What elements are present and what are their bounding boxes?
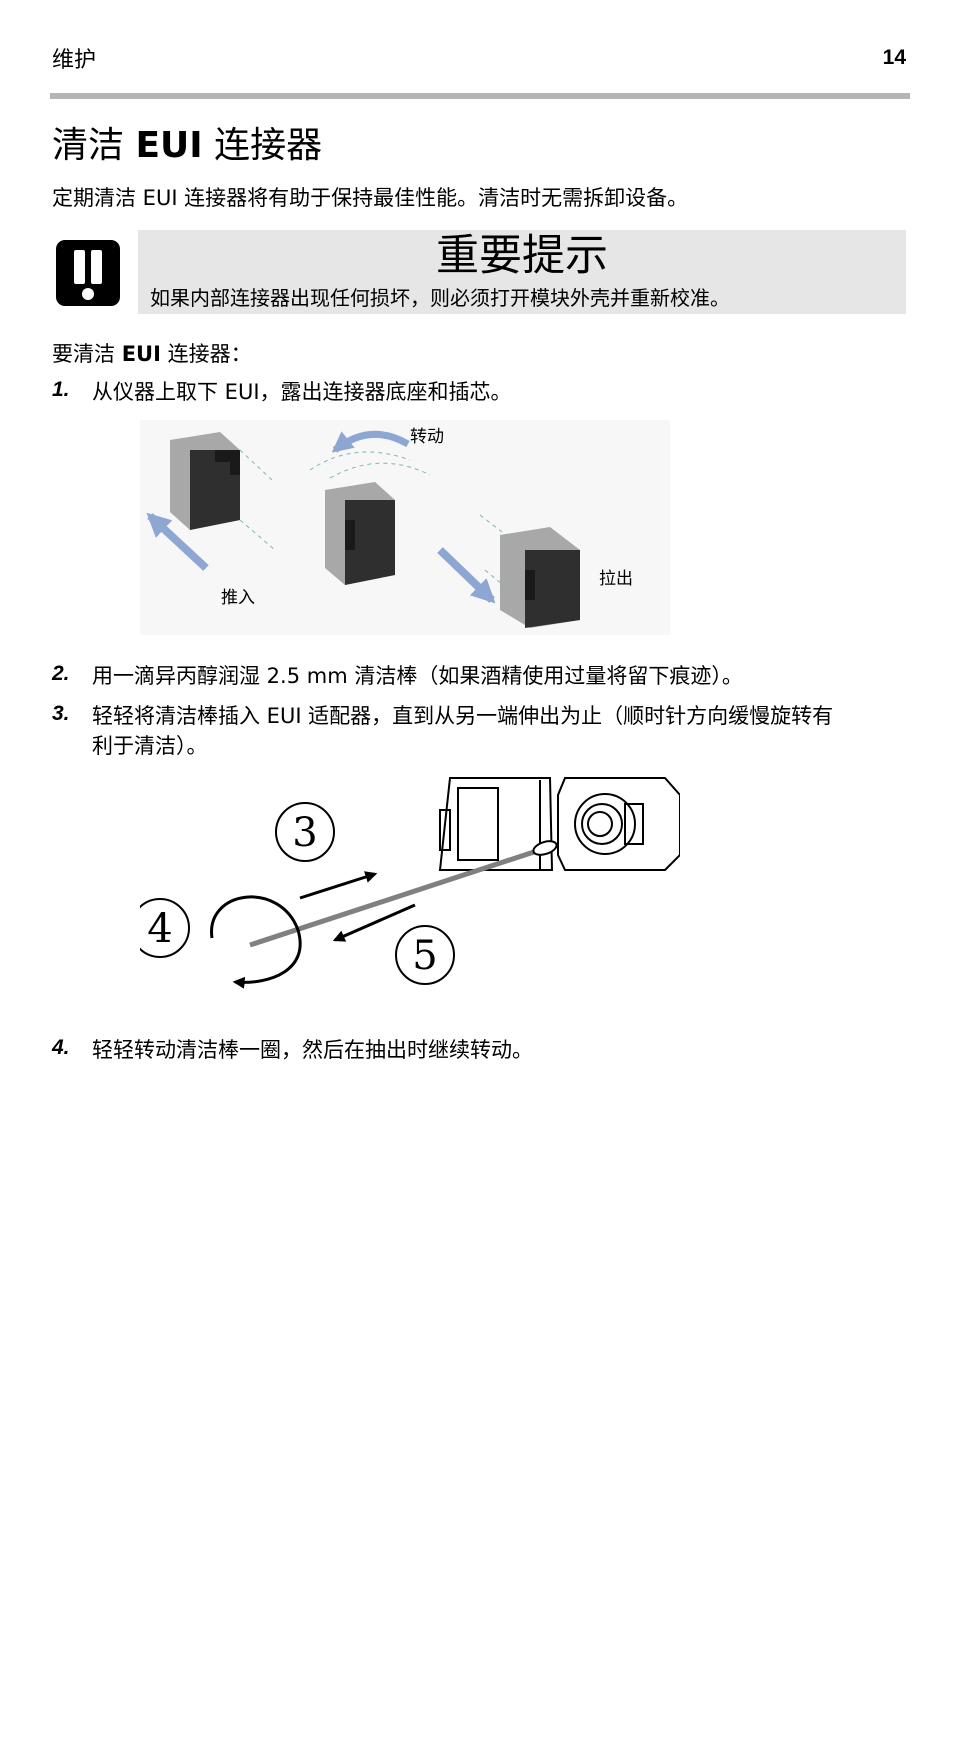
step-text: 用一滴异丙醇润湿 2.5 mm 清洁棒（如果酒精使用过量将留下痕迹）。 <box>92 664 743 688</box>
withdraw-arrow <box>332 903 416 942</box>
notice-title: 重要提示 <box>436 231 608 281</box>
step-circle-4 <box>140 898 190 958</box>
cleaning-stick <box>249 847 541 948</box>
cleaning-stick-figure: 3 4 5 <box>140 777 680 989</box>
page-title: 清洁 EUI 连接器 <box>52 116 322 168</box>
eui-removal-figure: 转动 推入 拉出 <box>140 420 670 635</box>
title-suffix: 连接器 <box>202 125 323 166</box>
label-push: 推入 <box>221 588 255 608</box>
step-number: 1. <box>52 378 70 401</box>
adapter-left <box>438 777 554 871</box>
label-4: 4 <box>147 906 172 952</box>
step-number: 2. <box>52 662 70 685</box>
step-circle-5 <box>395 925 455 985</box>
rotate-arrow <box>331 430 410 453</box>
lead-suffix: 连接器： <box>160 342 252 366</box>
label-rotate: 转动 <box>410 427 444 447</box>
label-5: 5 <box>412 933 437 979</box>
title-bold: EUI <box>135 125 203 166</box>
step-text: 从仪器上取下 EUI，露出连接器底座和插芯。 <box>92 380 512 404</box>
lead-prefix: 要清洁 <box>52 342 122 366</box>
exclamation-icon <box>56 240 120 306</box>
step-number: 4. <box>52 1036 70 1059</box>
step-number: 3. <box>52 702 70 725</box>
intro-paragraph: 定期清洁 EUI 连接器将有助于保持最佳性能。清洁时无需拆卸设备。 <box>52 186 689 210</box>
header-rule <box>50 93 910 99</box>
stick-tip <box>532 840 558 856</box>
step-text: 轻轻将清洁棒插入 EUI 适配器，直到从另一端伸出为止（顺时针方向缓慢旋转有 <box>92 704 834 728</box>
page-number: 14 <box>882 46 906 69</box>
insert-arrow <box>299 871 378 900</box>
connector-middle <box>309 451 431 585</box>
push-arrow <box>146 512 209 571</box>
adapter-right <box>557 777 680 871</box>
title-prefix: 清洁 <box>52 125 136 166</box>
step-text: 轻轻转动清洁棒一圈，然后在抽出时继续转动。 <box>92 1038 533 1062</box>
label-3: 3 <box>292 810 317 856</box>
connector-left <box>170 432 276 551</box>
procedure-lead: 要清洁 EUI 连接器： <box>52 338 252 368</box>
step-circle-3 <box>275 802 335 862</box>
notice-text: 如果内部连接器出现任何损坏，则必须打开模块外壳并重新校准。 <box>150 286 730 310</box>
exclamation-icon-glyph <box>74 250 102 300</box>
label-pull: 拉出 <box>599 569 633 589</box>
lead-bold: EUI <box>121 342 161 366</box>
rotate-arrow <box>210 895 302 989</box>
connector-right <box>479 514 580 628</box>
pull-arrow <box>437 547 496 604</box>
notice-box: 重要提示 如果内部连接器出现任何损坏，则必须打开模块外壳并重新校准。 <box>138 230 906 314</box>
step-text-line2: 利于清洁）。 <box>92 734 208 758</box>
section-title: 维护 <box>52 48 97 73</box>
